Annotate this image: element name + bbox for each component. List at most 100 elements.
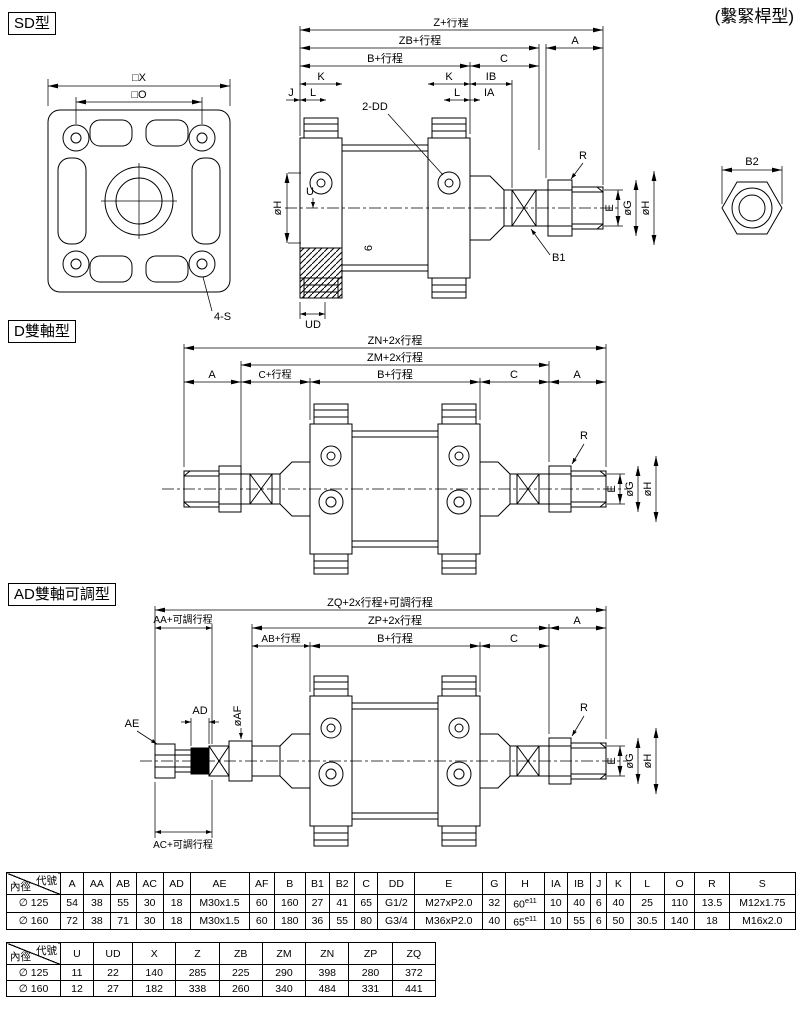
d-body — [162, 403, 628, 575]
column-header: ZP — [348, 942, 393, 965]
table-cell: 60e11 — [505, 894, 545, 913]
table-cell: M30x1.5 — [189, 894, 250, 913]
table-cell: 12 — [60, 980, 94, 997]
table-cell: 80 — [354, 911, 379, 930]
sd-side-dims: Z+行程 ZB+行程 A B+行程 C K K IB J L L IA 2-DD — [272, 18, 657, 330]
column-header: Z — [175, 942, 220, 965]
column-header: G — [482, 872, 507, 895]
table-cell: 72 — [59, 911, 85, 930]
column-header: S — [728, 872, 797, 895]
column-header: ZB — [218, 942, 263, 965]
column-header: U — [60, 942, 94, 965]
table-cell: M30x1.5 — [189, 911, 250, 930]
dim-label: øG — [622, 200, 634, 215]
table-cell: 71 — [109, 911, 137, 930]
dim-label: B1 — [552, 252, 565, 264]
dim-label: ZN+2x行程 — [368, 334, 423, 347]
dim-label: R — [580, 702, 588, 714]
dim-label: R — [580, 430, 588, 442]
table-cell: 280 — [348, 964, 393, 981]
row-header: ∅ 160 — [6, 980, 61, 997]
dim-label: øH — [640, 201, 652, 216]
table-cell: 10 — [543, 894, 568, 913]
dim-label: AB+行程 — [261, 632, 300, 645]
dim-label: øH — [272, 201, 284, 216]
dim-label: AD — [192, 705, 207, 717]
table-cell: 18 — [162, 911, 191, 930]
d-dims: ZN+2x行程 ZM+2x行程 A C+行程 B+行程 C A R E øG ø… — [183, 334, 659, 522]
ad-dims: ZQ+2x行程+可調行程 AA+可調行程 ZP+2x行程 A AB+行程 B+行… — [125, 596, 659, 851]
table-cell: 22 — [92, 964, 134, 981]
table-corner-header: 代號內徑 — [6, 872, 61, 895]
table-cell: M36xP2.0 — [414, 911, 484, 930]
dim-label: 6 — [363, 245, 375, 251]
table-cell: M27xP2.0 — [414, 894, 484, 913]
dim-label: øG — [624, 481, 636, 496]
column-header: K — [606, 872, 631, 895]
dim-label: AE — [125, 718, 140, 730]
dim-label: L — [310, 87, 316, 99]
table-cell: 65 — [354, 894, 379, 913]
table-cell: 180 — [273, 911, 306, 930]
dim-label: U — [306, 186, 314, 198]
table-cell: 338 — [175, 980, 220, 997]
corner-label-bottom: 內徑 — [10, 881, 31, 893]
column-header: AC — [135, 872, 164, 895]
column-header: AE — [189, 872, 250, 895]
dim-label: B+行程 — [377, 368, 413, 381]
dim-label: J — [288, 87, 294, 99]
dim-label: øH — [642, 754, 654, 769]
table-cell: 40 — [482, 911, 507, 930]
dim-label: C — [500, 53, 508, 65]
table-cell: 32 — [482, 894, 507, 913]
column-header: UD — [92, 942, 134, 965]
table-cell: M12x1.75 — [728, 894, 797, 913]
section-label-ad: AD雙軸可調型 — [8, 583, 116, 606]
section-label-sd: SD型 — [8, 12, 56, 35]
dim-label: ZB+行程 — [399, 34, 441, 47]
dim-label: Z+行程 — [433, 18, 468, 29]
table-cell: 18 — [694, 911, 730, 930]
table-cell: 25 — [629, 894, 665, 913]
column-header: B1 — [304, 872, 331, 895]
column-header: AF — [248, 872, 275, 895]
page-title: (繫緊桿型) — [714, 7, 794, 26]
table-cell: 11 — [60, 964, 94, 981]
table-cell: 285 — [175, 964, 220, 981]
table-cell: G3/4 — [377, 911, 416, 930]
table-cell: 340 — [261, 980, 307, 997]
column-header: B — [273, 872, 306, 895]
dim-label: B+行程 — [367, 52, 403, 65]
column-header: H — [505, 872, 545, 895]
b2-hex-view: B2 — [721, 156, 783, 235]
dim-label: IB — [486, 71, 496, 83]
dim-label: L — [454, 87, 460, 99]
table-cell: 30 — [135, 911, 164, 930]
table-cell: 55 — [109, 894, 137, 913]
ad-type-drawing: ZQ+2x行程+可調行程 AA+可調行程 ZP+2x行程 A AB+行程 B+行… — [125, 596, 659, 851]
column-header: DD — [377, 872, 416, 895]
table-cell: 13.5 — [694, 894, 730, 913]
column-header: J — [590, 872, 608, 895]
row-header: ∅ 125 — [6, 964, 61, 981]
column-header: O — [663, 872, 696, 895]
sd-front-view — [47, 109, 231, 293]
dim-label: C+行程 — [258, 368, 291, 381]
dim-label: ZM+2x行程 — [367, 351, 423, 364]
table-cell: 30.5 — [629, 911, 665, 930]
table-cell: 27 — [304, 894, 331, 913]
table-cell: 27 — [92, 980, 134, 997]
dim-label: UD — [305, 319, 321, 330]
table-cell: 60 — [248, 911, 275, 930]
d-type-drawing: ZN+2x行程 ZM+2x行程 A C+行程 B+行程 C A R E øG ø… — [162, 334, 659, 575]
table-cell: 290 — [261, 964, 307, 981]
column-header: X — [132, 942, 177, 965]
dim-label: A — [208, 369, 216, 381]
corner-label-top: 代號 — [36, 875, 57, 887]
sd-type-drawing: □X □O 4-S — [47, 18, 783, 330]
column-header: AB — [109, 872, 137, 895]
dim-label: ZQ+2x行程+可調行程 — [327, 596, 433, 609]
dim-label: A — [573, 369, 581, 381]
